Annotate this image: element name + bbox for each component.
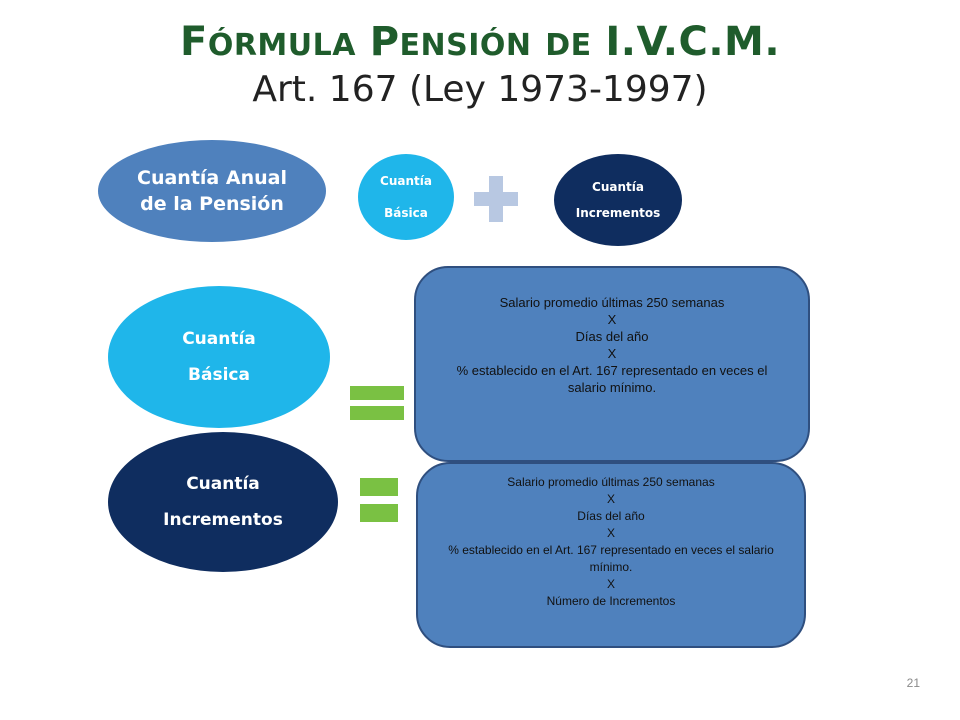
formula-incr-line: Número de Incrementos bbox=[546, 594, 676, 608]
ellipse-basica-top-line2: Básica bbox=[384, 206, 428, 220]
ellipse-basica-line2: Básica bbox=[188, 365, 250, 385]
formula-basica-line: X bbox=[607, 346, 617, 361]
title-word-ension: ENSIÓN bbox=[399, 28, 532, 63]
formula-incr-line: X bbox=[606, 492, 615, 506]
formula-incr-line: % establecido en el Art. 167 representad… bbox=[448, 543, 774, 574]
ellipse-cuantia-incrementos-top: Cuantía Incrementos bbox=[554, 154, 682, 246]
formula-incr-line: Días del año bbox=[577, 509, 645, 523]
title-letter-f: F bbox=[179, 19, 208, 65]
equals-icon-top-bar bbox=[350, 386, 404, 400]
ellipse-cuantia-anual-line2: de la Pensión bbox=[140, 193, 284, 215]
formula-incr-line: X bbox=[606, 526, 615, 540]
ellipse-incr-top-line2: Incrementos bbox=[575, 206, 661, 220]
page-number: 21 bbox=[906, 676, 920, 690]
formula-basica-line: Salario promedio últimas 250 semanas bbox=[499, 295, 725, 310]
formula-box-basica: Salario promedio últimas 250 semanas X D… bbox=[414, 266, 810, 462]
ellipse-cuantia-anual-line1: Cuantía Anual bbox=[137, 167, 287, 189]
title-letter-p: P bbox=[369, 19, 400, 65]
title-word-ormula: ÓRMULA bbox=[207, 28, 356, 63]
ellipse-cuantia-incrementos: Cuantía Incrementos bbox=[108, 432, 338, 572]
equals-icon-bottom-bar bbox=[350, 406, 404, 420]
ellipse-cuantia-anual: Cuantía Anual de la Pensión bbox=[98, 140, 326, 242]
formula-basica-line: X bbox=[607, 312, 617, 327]
ellipse-incr-top-line1: Cuantía bbox=[592, 180, 644, 194]
slide-title: FÓRMULA PENSIÓN DE I.V.C.M. bbox=[0, 18, 960, 70]
ellipse-cuantia-basica-top: Cuantía Básica bbox=[358, 154, 454, 240]
slide-subtitle: Art. 167 (Ley 1973-1997) bbox=[252, 69, 708, 110]
formula-incr-line: X bbox=[606, 577, 615, 591]
formula-box-incrementos: Salario promedio últimas 250 semanas X D… bbox=[416, 462, 806, 648]
ellipse-incr-line1: Cuantía bbox=[186, 474, 260, 494]
equals-icon-top-bar bbox=[360, 478, 398, 496]
formula-incr-line: Salario promedio últimas 250 semanas bbox=[507, 475, 715, 489]
title-word-de: DE bbox=[545, 28, 592, 63]
ellipse-incr-line2: Incrementos bbox=[163, 510, 283, 530]
equals-icon-bottom-bar bbox=[360, 504, 398, 522]
ellipse-cuantia-basica: Cuantía Básica bbox=[108, 286, 330, 428]
plus-icon-vertical bbox=[489, 176, 503, 222]
title-word-ivcm: I.V.C.M. bbox=[605, 19, 781, 65]
ellipse-basica-line1: Cuantía bbox=[182, 329, 256, 349]
formula-basica-line: % establecido en el Art. 167 representad… bbox=[456, 363, 768, 395]
ellipse-basica-top-line1: Cuantía bbox=[380, 174, 432, 188]
formula-basica-line: Días del año bbox=[575, 329, 649, 344]
